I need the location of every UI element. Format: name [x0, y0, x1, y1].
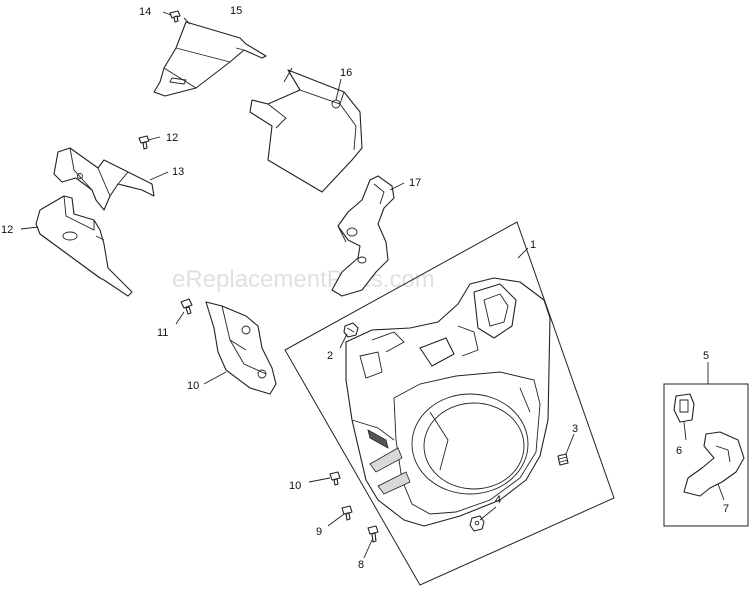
callout-8: 8 [358, 559, 364, 571]
part-12-screw-lower [180, 298, 193, 315]
part-8-screw [367, 525, 379, 543]
callout-12a: 12 [166, 132, 178, 144]
part-14-bracket [53, 147, 155, 211]
callout-16: 15 [230, 5, 242, 17]
callout-7: 7 [723, 503, 729, 515]
part-1-frame [284, 221, 615, 586]
part-12-screw-upper [138, 135, 150, 150]
callout-3: 3 [572, 423, 578, 435]
watermark-text: eReplacementParts.com [172, 266, 435, 293]
callout-labels: 14 15 16 12 13 12 17 1 11 10 2 3 4 5 6 7… [1, 5, 729, 571]
callout-10: 10 [289, 480, 301, 492]
part-10-screw [329, 471, 341, 486]
callout-13: 12 [1, 224, 13, 236]
part-2-nut [343, 322, 359, 338]
part-7-gasket [683, 431, 745, 497]
callout-14: 13 [172, 166, 184, 178]
part-15-bolt [169, 10, 181, 23]
part-9-screw [341, 505, 353, 521]
callout-5: 5 [703, 350, 709, 362]
callout-4: 4 [495, 494, 501, 506]
part-18-bracket [331, 175, 395, 297]
part-13-baffle [35, 195, 133, 297]
part-17-deflector [249, 67, 363, 193]
callout-12b: 11 [157, 327, 168, 339]
part-11-bracket [205, 301, 277, 395]
part-16-shroud [153, 21, 267, 97]
callout-17: 16 [340, 67, 352, 79]
part-6-clip [673, 393, 695, 423]
callout-15: 14 [139, 6, 151, 18]
callout-11: 10 [187, 380, 199, 392]
callout-6: 6 [676, 445, 682, 457]
callout-18: 17 [409, 177, 421, 189]
leader-lines [20, 11, 725, 559]
part-5-kit-frame [663, 383, 749, 527]
callout-2: 2 [327, 350, 333, 362]
part-1-blower-housing [345, 277, 551, 527]
callout-1: 1 [530, 239, 536, 251]
part-3-clip [557, 453, 569, 466]
callout-9: 9 [316, 526, 322, 538]
